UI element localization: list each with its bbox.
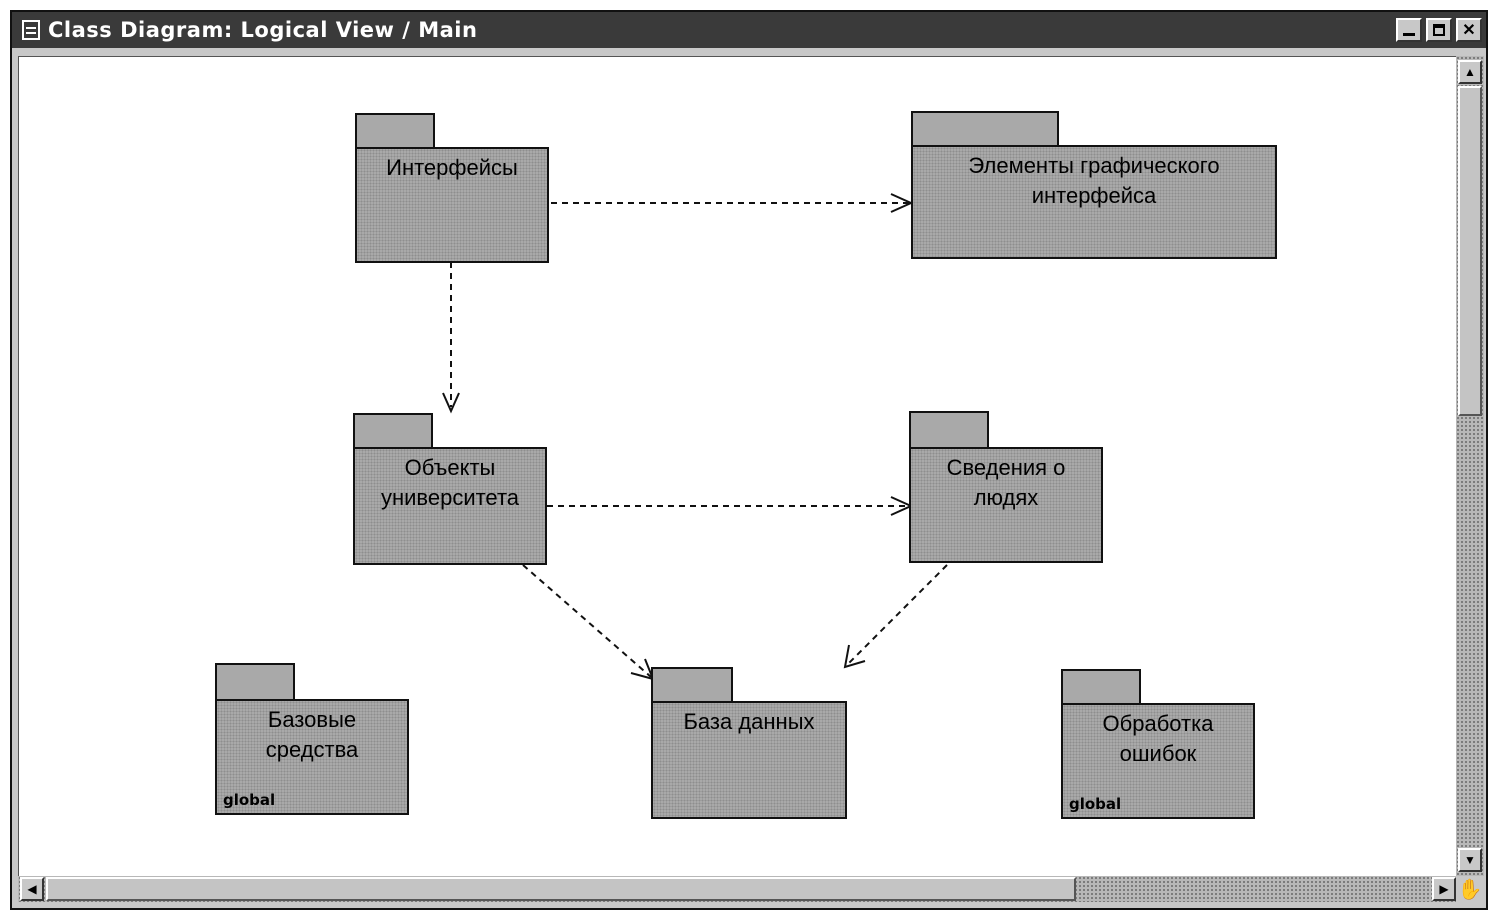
maximize-button[interactable] <box>1426 18 1452 42</box>
arrow-right-icon: ▶ <box>1439 882 1449 896</box>
package-body: Объекты университета <box>353 447 547 565</box>
dependency-interfaces-univ[interactable] <box>442 262 460 414</box>
window-controls: ✕ <box>1396 18 1482 42</box>
package-name: Интерфейсы <box>386 155 518 180</box>
package-tab <box>355 113 435 149</box>
arrow-left-icon: ◀ <box>27 882 37 896</box>
package-name: Обработка ошибок <box>1102 711 1214 766</box>
package-tab <box>911 111 1059 147</box>
package-body: Базовые средства global <box>215 699 409 815</box>
diagram-canvas[interactable]: Интерфейсы Элементы графического интерфе… <box>18 56 1460 878</box>
horizontal-scrollbar[interactable]: ◀ ▶ <box>18 876 1458 902</box>
package-scope: global <box>1069 795 1122 813</box>
package-scope: global <box>223 791 276 809</box>
package-body: Интерфейсы <box>355 147 549 263</box>
package-body: Обработка ошибок global <box>1061 703 1255 819</box>
minimize-button[interactable] <box>1396 18 1422 42</box>
dependency-interfaces-gui[interactable] <box>551 193 914 213</box>
package-people-info[interactable]: Сведения о людях <box>909 411 1103 563</box>
package-error-handling[interactable]: Обработка ошибок global <box>1061 669 1255 819</box>
dependency-univ-db[interactable] <box>522 564 655 681</box>
package-database[interactable]: База данных <box>651 667 847 819</box>
package-tab <box>353 413 433 449</box>
vertical-scrollbar[interactable]: ▲ ▼ <box>1456 56 1484 876</box>
title-bar[interactable]: Class Diagram: Logical View / Main ✕ <box>12 12 1486 48</box>
scroll-down-button[interactable]: ▼ <box>1458 848 1482 872</box>
hand-icon[interactable]: ✋ <box>1456 876 1484 902</box>
arrow-up-icon: ▲ <box>1464 65 1476 79</box>
scroll-left-button[interactable]: ◀ <box>20 877 44 901</box>
diagram-icon <box>22 20 40 40</box>
scroll-right-button[interactable]: ▶ <box>1432 877 1456 901</box>
package-name: Элементы графического интерфейса <box>968 153 1220 208</box>
package-name: Сведения о людях <box>946 455 1066 510</box>
package-base-tools[interactable]: Базовые средства global <box>215 663 409 815</box>
package-body: База данных <box>651 701 847 819</box>
package-gui-elements[interactable]: Элементы графического интерфейса <box>911 111 1277 261</box>
close-icon: ✕ <box>1462 22 1476 39</box>
arrow-down-icon: ▼ <box>1464 853 1476 867</box>
dependency-univ-people[interactable] <box>547 496 914 516</box>
dependency-arrows <box>442 193 948 681</box>
window-title: Class Diagram: Logical View / Main <box>48 18 478 42</box>
package-name: База данных <box>683 709 815 734</box>
package-body: Элементы графического интерфейса <box>911 145 1277 259</box>
dependency-people-db[interactable] <box>843 564 948 669</box>
package-name: Базовые средства <box>265 707 359 762</box>
package-body: Сведения о людях <box>909 447 1103 563</box>
package-name: Объекты университета <box>380 455 520 510</box>
package-tab <box>651 667 733 703</box>
package-tab <box>215 663 295 701</box>
package-university-objects[interactable]: Объекты университета <box>353 413 547 565</box>
scroll-up-button[interactable]: ▲ <box>1458 60 1482 84</box>
package-tab <box>909 411 989 449</box>
class-diagram-window: Class Diagram: Logical View / Main ✕ <box>10 10 1488 910</box>
horizontal-scroll-thumb[interactable] <box>46 877 1076 901</box>
close-button[interactable]: ✕ <box>1456 18 1482 42</box>
vertical-scroll-thumb[interactable] <box>1458 86 1482 416</box>
package-interfaces[interactable]: Интерфейсы <box>355 113 549 263</box>
package-tab <box>1061 669 1141 705</box>
